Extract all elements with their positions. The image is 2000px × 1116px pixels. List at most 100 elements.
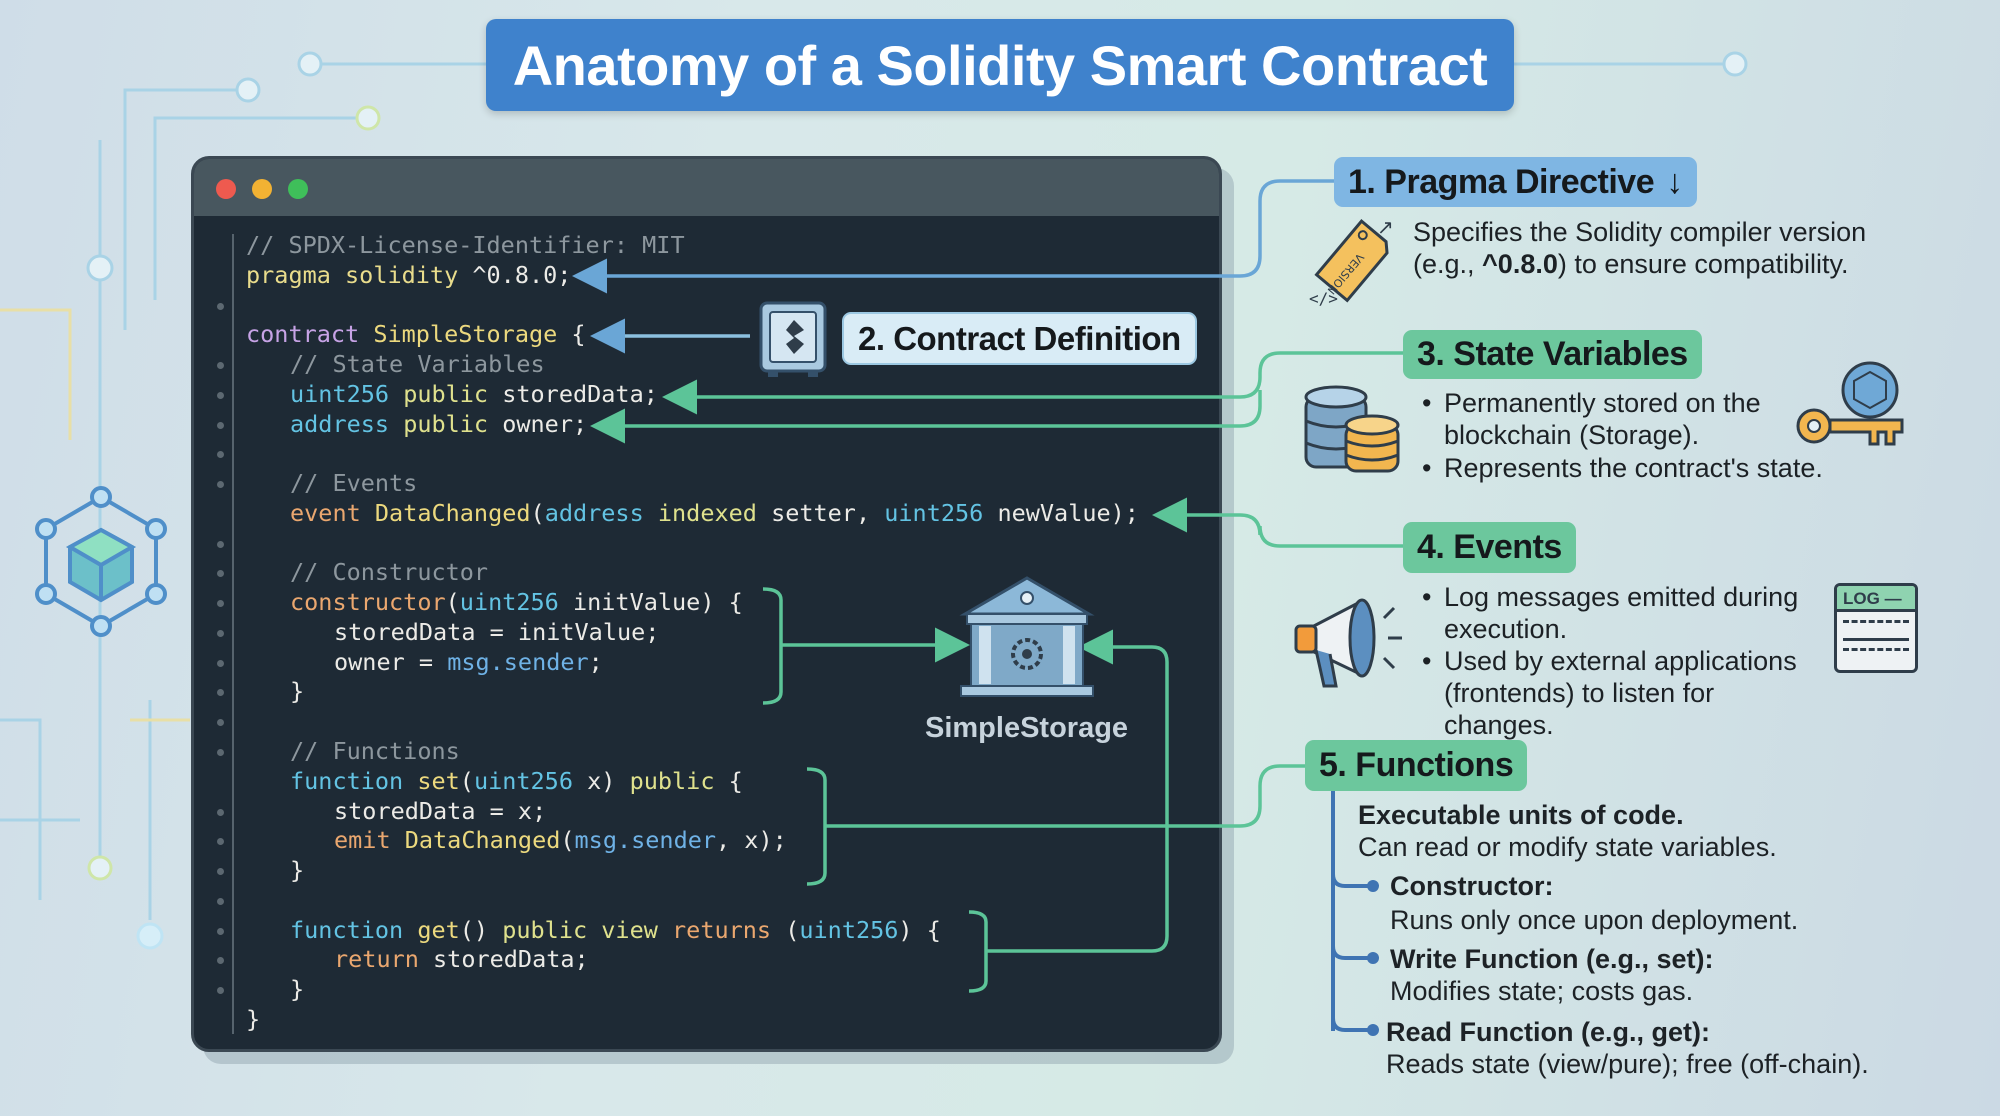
code-line: uint256 public storedData;	[217, 379, 1139, 410]
code-token: event	[290, 498, 361, 527]
code-token: (	[771, 915, 800, 944]
gutter-dot-icon	[217, 362, 224, 370]
code-token: indexed	[643, 498, 757, 527]
code-token: uint256	[884, 498, 984, 527]
code-token: storedData = x;	[334, 796, 547, 825]
blockchain-cube-icon	[35, 486, 167, 637]
code-token: }	[290, 975, 305, 1004]
bullet-icon: •	[1422, 582, 1432, 612]
set-bracket	[806, 764, 1305, 886]
code-token: // Events	[290, 469, 418, 498]
gutter-dot-icon	[217, 570, 224, 578]
code-token: uint256	[290, 379, 390, 408]
pragma-version: ^0.8.0	[1482, 249, 1558, 279]
code-line: // State Variables	[217, 350, 1139, 380]
code-line: storedData = x;	[217, 796, 1139, 827]
minimize-dot-icon[interactable]	[252, 179, 272, 199]
code-token: // SPDX-License-Identifier: MIT	[246, 231, 685, 259]
code-line: pragma solidity ^0.8.0;	[246, 261, 1139, 291]
code-token: ()	[459, 915, 503, 944]
events-bullets: •Log messages emitted during execution. …	[1422, 581, 1822, 741]
state-bullet: Permanently stored on the blockchain (St…	[1444, 388, 1761, 450]
code-token: public	[389, 379, 489, 408]
code-token: function	[290, 915, 404, 944]
functions-intro: Can read or modify state variables.	[1358, 832, 1777, 862]
code-line	[217, 707, 1139, 737]
tree-branches	[1331, 873, 1379, 1036]
code-line: contract SimpleStorage {	[246, 320, 1139, 350]
gutter-dot-icon	[217, 927, 224, 935]
code-line	[217, 529, 1139, 559]
state-variables-bullet-2: •Represents the contract's state.	[1422, 452, 1823, 484]
pragma-directive-badge: 1. Pragma Directive ↓	[1334, 157, 1697, 207]
functions-tree-line	[1331, 791, 1335, 1031]
code-line: // Functions	[217, 737, 1139, 767]
code-token: setter,	[756, 498, 885, 527]
code-token: get	[403, 915, 460, 944]
gutter-dot-icon	[217, 659, 224, 667]
code-token: (	[445, 588, 460, 617]
code-token: (	[530, 498, 545, 527]
code-token: returns	[672, 915, 772, 944]
database-coins-icon	[1304, 385, 1400, 473]
events-bullet: Used by external applications (frontends…	[1444, 646, 1797, 740]
gutter-dot-icon	[217, 689, 224, 697]
gutter-dot-icon	[217, 600, 224, 608]
megaphone-icon	[1294, 598, 1402, 688]
gutter-dot-icon	[217, 391, 224, 399]
code-token: , x);	[716, 826, 787, 855]
code-token: uint256	[799, 915, 899, 944]
code-token: initValue) {	[558, 588, 743, 617]
gutter-dot-icon	[217, 808, 224, 816]
code-line: return storedData;	[217, 945, 1139, 975]
code-token: uint256	[473, 766, 573, 795]
gutter-dot-icon	[217, 421, 224, 429]
code-token: uint256	[459, 588, 559, 617]
code-line: event DataChanged(address indexed setter…	[246, 499, 1139, 529]
code-token: }	[246, 1004, 261, 1033]
key-icon	[1796, 361, 1904, 446]
code-token: }	[290, 856, 305, 885]
close-dot-icon[interactable]	[216, 179, 236, 199]
code-token: ^0.8.0;	[458, 260, 572, 289]
code-token: emit	[334, 826, 391, 855]
pragma-description: Specifies the Solidity compiler version …	[1413, 216, 1866, 280]
code-token: SimpleStorage	[359, 320, 558, 349]
code-line: owner = msg.sender;	[217, 647, 1139, 678]
code-token: owner;	[488, 409, 588, 438]
code-token: storedData;	[418, 945, 589, 974]
code-line: constructor(uint256 initValue) {	[217, 588, 1139, 618]
bank-building-icon	[959, 576, 1095, 697]
code-line: }	[217, 677, 1139, 707]
code-line: }	[217, 856, 1139, 886]
bullet-icon: •	[1422, 646, 1432, 676]
code-token: {	[714, 766, 743, 795]
code-token: msg.sender	[574, 826, 717, 855]
svg-text:</>: </>	[1309, 289, 1338, 308]
gutter-dot-icon	[217, 540, 224, 548]
code-line: }	[246, 1005, 1139, 1035]
pragma-desc-line1: Specifies the Solidity compiler version	[1413, 217, 1867, 247]
code-token: ) {	[898, 915, 941, 944]
log-icon-text: LOG	[1843, 589, 1880, 608]
code-token: // State Variables	[290, 350, 545, 379]
version-tag-icon: VERSION </> ↗	[1309, 217, 1394, 308]
code-token: public	[389, 409, 489, 438]
function-item-desc: Modifies state; costs gas.	[1390, 976, 1694, 1006]
code-line: emit DataChanged(msg.sender, x);	[217, 826, 1139, 856]
state-variables-bullets: •Permanently stored on the blockchain (S…	[1422, 387, 1782, 451]
code-token: DataChanged	[360, 498, 531, 527]
code-token: {	[557, 320, 586, 349]
code-line	[217, 439, 1139, 469]
page-title: Anatomy of a Solidity Smart Contract	[486, 19, 1514, 111]
events-badge: 4. Events	[1403, 522, 1576, 573]
stored-data-connector	[662, 351, 1403, 415]
code-token: newValue);	[983, 498, 1139, 527]
functions-badge: 5. Functions	[1305, 740, 1528, 791]
code-token: constructor	[290, 588, 446, 617]
code-token: public	[629, 766, 715, 795]
code-token: ;	[588, 647, 603, 676]
gutter-dot-icon	[217, 838, 224, 846]
maximize-dot-icon[interactable]	[288, 179, 308, 199]
